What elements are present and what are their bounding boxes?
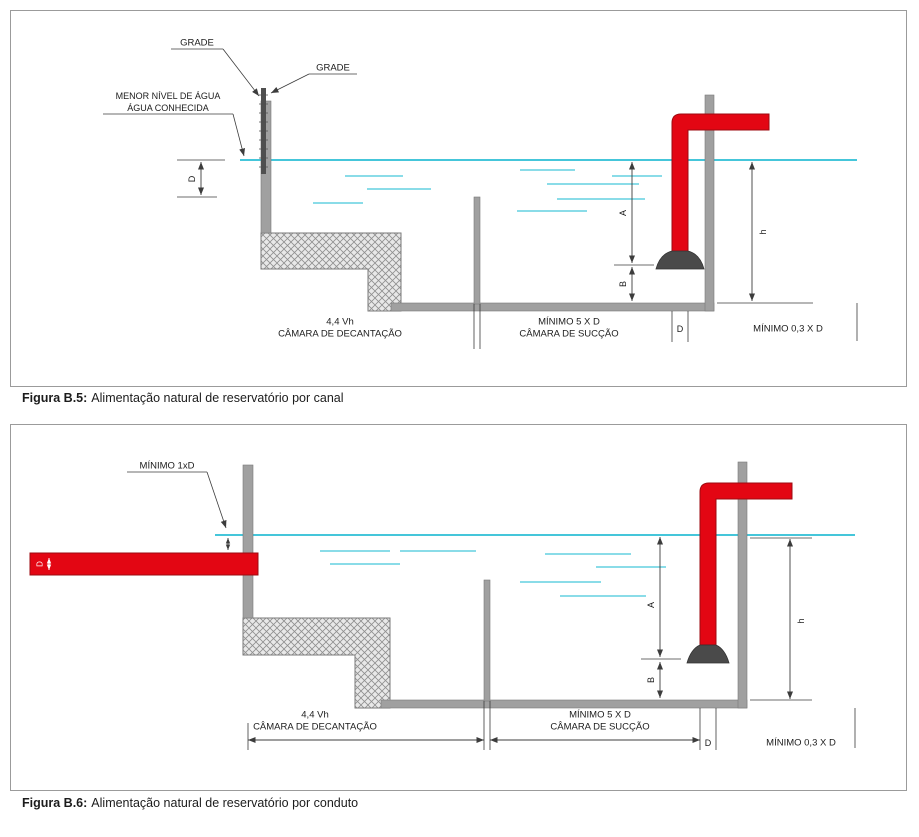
- suction-value-label: MÍNIMO 5 X D: [538, 317, 600, 328]
- extension-lines: [473, 303, 858, 349]
- suction-value-label: MÍNIMO 5 X D: [569, 710, 631, 721]
- bell-mouth: [686, 644, 730, 664]
- suction-chamber-floor: [390, 302, 715, 312]
- grade-label-1-leader: [222, 48, 260, 97]
- min-03d-label: MÍNIMO 0,3 X D: [753, 324, 823, 335]
- right-wall: [704, 94, 715, 312]
- dimension-h-label: h: [796, 618, 806, 623]
- dimension-ticks: [641, 537, 812, 701]
- settling-chamber-step-hatch: [260, 232, 402, 312]
- water-ripple-dashes: [320, 550, 666, 597]
- decantation-value-label: 4,4 Vh: [301, 710, 328, 721]
- figure-b6-frame: D MÍNIMO 1xD A B h 4,4 Vh CÂMARA DE DECA: [10, 424, 907, 791]
- bell-mouth: [655, 250, 705, 270]
- dimension-d-label: D: [187, 175, 197, 182]
- divider-baffle: [473, 196, 481, 305]
- dimension-a-label: A: [618, 210, 628, 216]
- suction-pipe: [671, 113, 770, 253]
- pipe-diameter-bottom-label: D: [677, 324, 684, 334]
- divider-baffle: [483, 579, 491, 702]
- decantation-chamber-label: CÂMARA DE DECANTAÇÃO: [253, 722, 377, 733]
- figure-b6-caption: Figura B.6:Alimentação natural de reserv…: [22, 796, 358, 810]
- grade-label-2: GRADE: [316, 63, 350, 74]
- grade-rack-ticks: [259, 94, 268, 168]
- suction-chamber-label: CÂMARA DE SUCÇÃO: [519, 329, 618, 340]
- figure-b5-caption: Figura B.5:Alimentação natural de reserv…: [22, 391, 344, 405]
- suction-chamber-floor: [380, 699, 748, 709]
- dimension-b-label: B: [618, 281, 628, 287]
- figure-b5-frame: GRADE GRADE MENOR NÍVEL DE ÁGUA ÁGUA CON…: [10, 10, 907, 387]
- figure-b5-diagram: GRADE GRADE MENOR NÍVEL DE ÁGUA ÁGUA CON…: [103, 38, 858, 349]
- min-1xd-label: MÍNIMO 1xD: [140, 461, 195, 472]
- figure-b6-caption-label: Figura B.6:: [22, 796, 88, 810]
- figure-b5-caption-label: Figura B.5:: [22, 391, 88, 405]
- figure-b6-diagram: D MÍNIMO 1xD A B h 4,4 Vh CÂMARA DE DECA: [29, 461, 856, 750]
- suction-chamber-label: CÂMARA DE SUCÇÃO: [550, 722, 649, 733]
- inlet-pipe-diameter-label: D: [36, 561, 45, 567]
- dimension-ticks: [177, 159, 813, 304]
- grade-label-1: GRADE: [180, 38, 214, 49]
- suction-pipe: [699, 482, 793, 646]
- dimension-b-label: B: [646, 677, 656, 683]
- decantation-chamber-label: CÂMARA DE DECANTAÇÃO: [278, 329, 402, 340]
- dimension-a-label: A: [646, 602, 656, 608]
- grade-label-2-leader: [270, 73, 310, 94]
- inlet-pipe: [29, 552, 259, 576]
- grade-screen: [259, 88, 268, 174]
- figure-b6-caption-text: Alimentação natural de reservatório por …: [91, 796, 359, 810]
- left-wall: [242, 464, 254, 619]
- settling-chamber-step-hatch: [242, 617, 391, 709]
- right-wall: [737, 461, 748, 709]
- pipe-diameter-bottom-label: D: [705, 738, 712, 748]
- figure-b5-caption-text: Alimentação natural de reservatório por …: [91, 391, 344, 405]
- extension-lines: [247, 701, 856, 750]
- water-ripple-dashes: [313, 169, 662, 212]
- min-1xd-leader: [206, 471, 227, 529]
- min-03d-label: MÍNIMO 0,3 X D: [766, 738, 836, 749]
- water-level-leader: [232, 113, 246, 157]
- decantation-value-label: 4,4 Vh: [326, 317, 353, 328]
- dimension-h-label: h: [758, 229, 768, 234]
- water-level-label-line1: MENOR NÍVEL DE ÁGUA: [116, 91, 221, 101]
- water-level-label-line2: ÁGUA CONHECIDA: [127, 103, 209, 113]
